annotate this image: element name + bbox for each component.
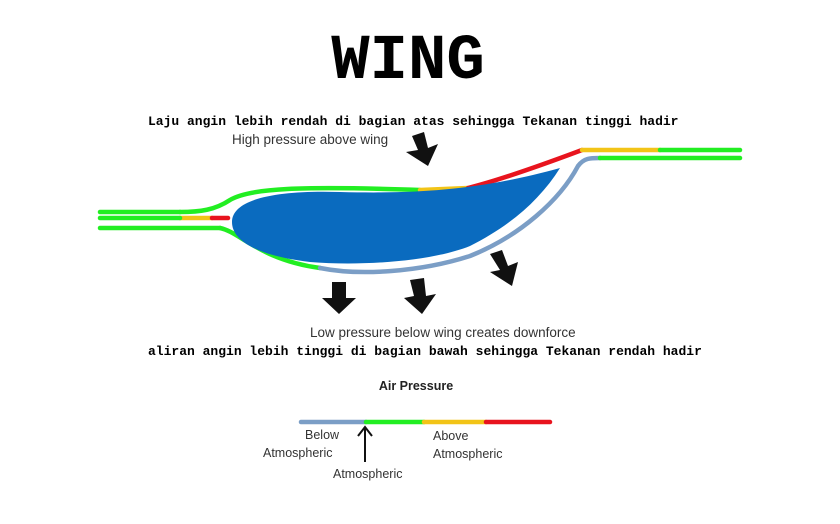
top-indonesian-caption: Laju angin lebih rendah di bagian atas s… (148, 114, 679, 129)
upper-flow-red (465, 147, 585, 191)
legend-below-line2: Atmospheric (263, 446, 332, 460)
pressure-legend: Air Pressure Below Atmospheric Above Atm… (263, 379, 553, 481)
airflow-lines (97, 147, 743, 275)
legend-above-line2: Atmospheric (433, 447, 502, 461)
wing-shape (232, 168, 560, 264)
legend-above-line1: Above (433, 429, 468, 443)
down-arrow-icon (322, 282, 356, 314)
down-arrow-icon (406, 132, 438, 166)
legend-atmospheric: Atmospheric (333, 467, 402, 481)
legend-title: Air Pressure (379, 379, 453, 393)
pressure-arrows (322, 132, 518, 314)
page-title: WING (331, 26, 485, 98)
lower-flow-blue (317, 155, 603, 275)
high-pressure-label: High pressure above wing (232, 132, 388, 147)
low-pressure-label: Low pressure below wing creates downforc… (310, 325, 576, 340)
down-arrow-icon (490, 250, 518, 286)
down-arrow-icon (404, 278, 436, 314)
bottom-indonesian-caption: aliran angin lebih tinggi di bagian bawa… (148, 344, 702, 359)
legend-below-line1: Below (305, 428, 340, 442)
upper-flow-green (177, 185, 423, 215)
up-arrow-icon (357, 425, 373, 462)
